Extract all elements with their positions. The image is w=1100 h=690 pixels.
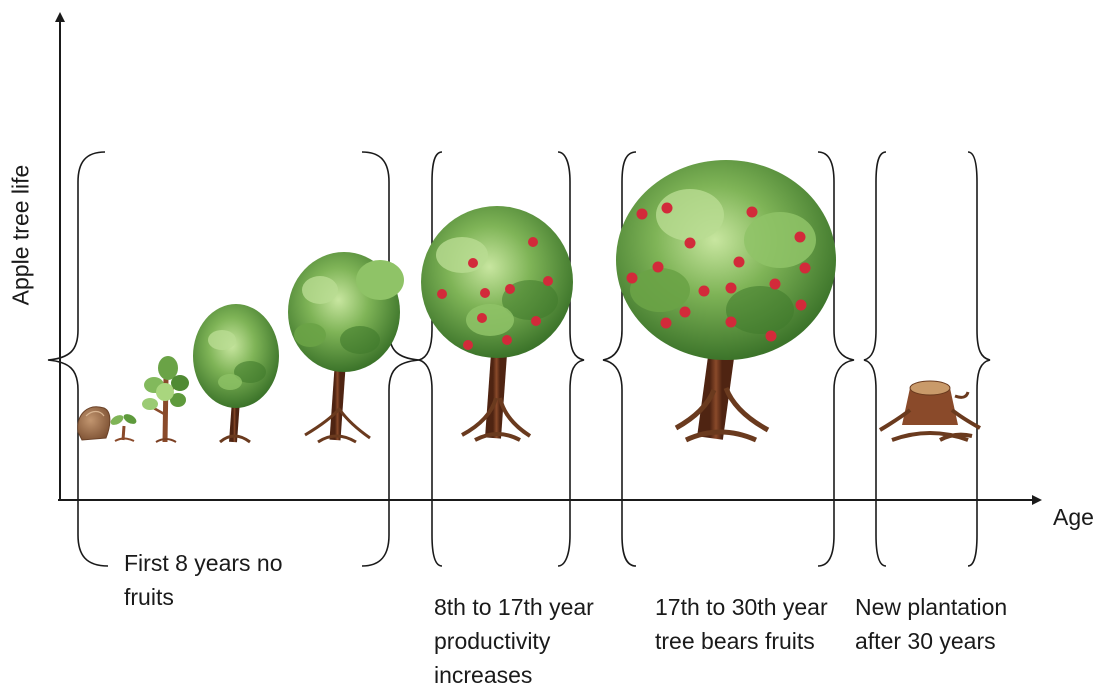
stage-1-label: First 8 years no fruits — [124, 546, 283, 614]
stage-2-label: 8th to 17th year productivity increases — [434, 590, 594, 690]
stage-4-label: New plantation after 30 years — [855, 590, 1007, 658]
mature-fruit-tree-icon — [616, 160, 836, 440]
seed-icon — [78, 407, 110, 440]
y-axis-label: Apple tree life — [8, 165, 35, 306]
growing-tree-icon — [288, 252, 404, 442]
young-tree-icon — [193, 304, 279, 442]
tree-stump-icon — [880, 381, 980, 440]
productive-tree-icon — [421, 206, 573, 440]
brace-stage-4-right — [968, 152, 990, 566]
x-axis-label: Age — [1053, 504, 1094, 531]
sapling-icon — [142, 356, 189, 442]
brace-stage-4-left — [864, 152, 886, 566]
stage-3-label: 17th to 30th year tree bears fruits — [655, 590, 828, 658]
brace-stage-2-left — [419, 152, 442, 566]
brace-stage-1-left — [48, 152, 108, 566]
seedling-icon — [109, 412, 138, 441]
brace-stage-2-right — [558, 152, 584, 566]
